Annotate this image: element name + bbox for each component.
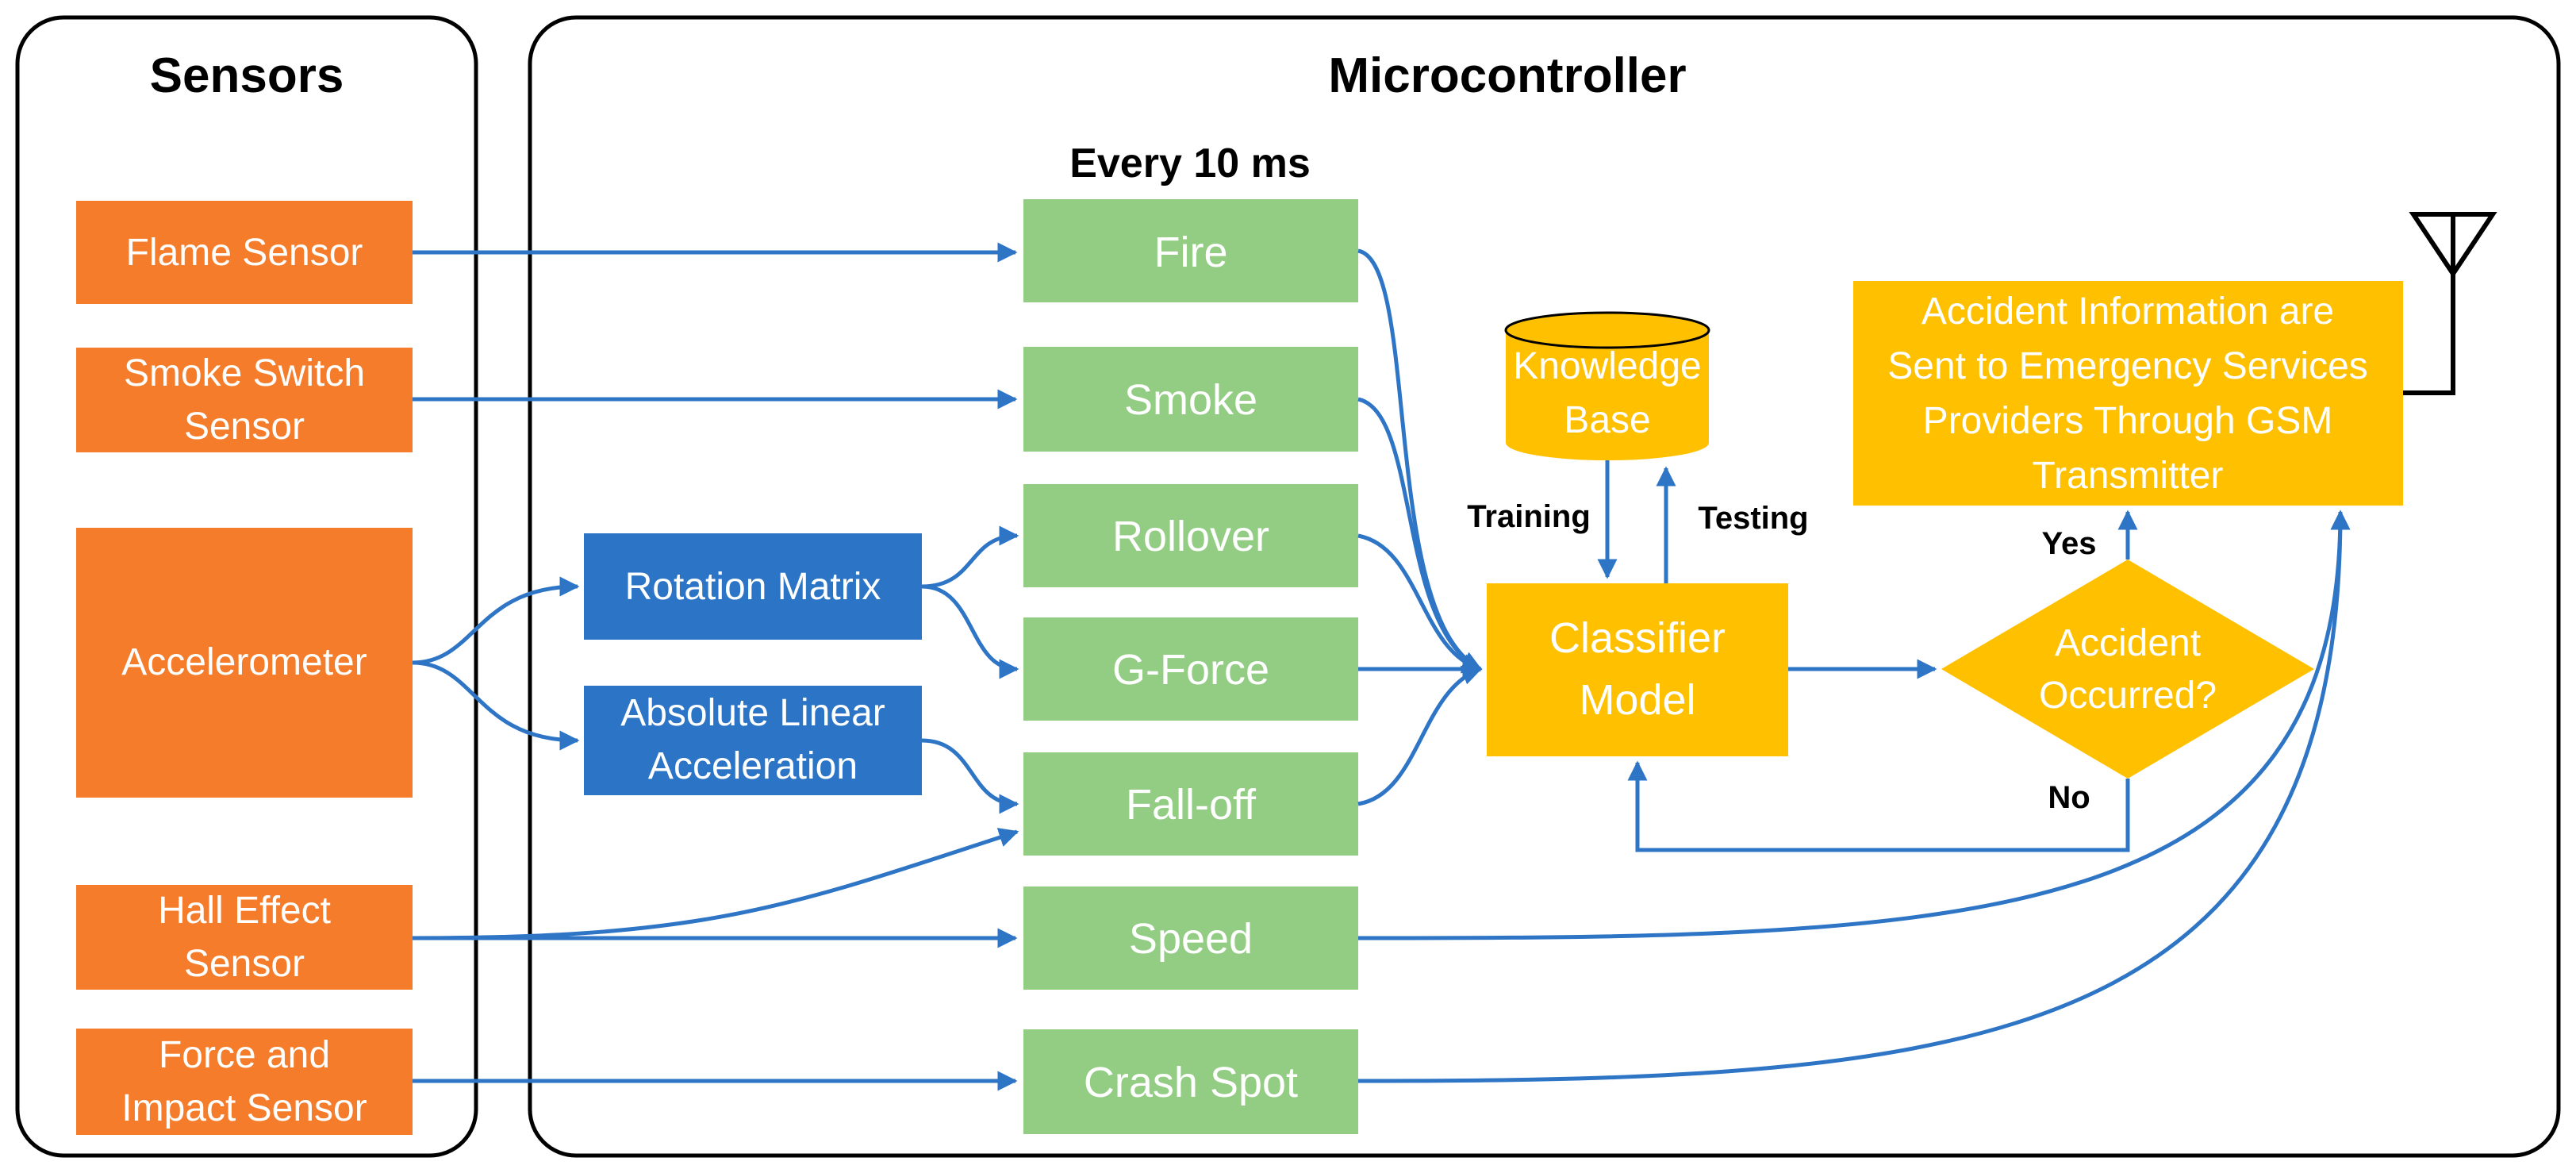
hall-effect-sensor-box: Hall Effect Sensor <box>76 885 413 990</box>
edge-accel-abslin <box>412 660 580 751</box>
accelerometer-label: Accelerometer <box>121 641 367 683</box>
flame-sensor-label: Flame Sensor <box>126 232 363 274</box>
absolute-linear-acceleration-box: Absolute Linear Acceleration <box>584 686 922 795</box>
decision-label-1: Accident <box>2055 622 2201 664</box>
feature-crash-spot-box: Crash Spot <box>1023 1029 1358 1134</box>
training-label: Training <box>1467 499 1591 534</box>
edge-fire-classifier <box>1357 248 1483 671</box>
feature-fire-box: Fire <box>1023 199 1358 302</box>
feature-rollover-label: Rollover <box>1112 513 1269 560</box>
yes-label: Yes <box>2042 526 2097 561</box>
accident-information-box: Accident Information are Sent to Emergen… <box>1853 281 2403 506</box>
knowledge-base-label-1: Knowledge <box>1513 345 1702 387</box>
smoke-switch-label-1: Smoke Switch <box>124 352 365 394</box>
force-impact-label-2: Impact Sensor <box>121 1087 367 1129</box>
edge-rotation-gforce <box>921 584 1019 679</box>
output-label-1: Accident Information are <box>1921 290 2334 333</box>
knowledge-base-cylinder: Knowledge Base <box>1504 311 1710 460</box>
accident-occurred-decision: Accident Occurred? <box>1941 560 2314 779</box>
interval-label: Every 10 ms <box>1069 140 1311 187</box>
feature-fire-label: Fire <box>1154 229 1228 276</box>
edge-rotation-rollover <box>921 525 1019 589</box>
feature-rollover-box: Rollover <box>1023 484 1358 587</box>
edge-decision-classifier-no <box>1627 760 2130 852</box>
output-label-4: Transmitter <box>2033 455 2224 497</box>
rotation-matrix-box: Rotation Matrix <box>584 533 922 640</box>
feature-smoke-box: Smoke <box>1023 347 1358 452</box>
classifier-label-1: Classifier <box>1549 614 1726 662</box>
antenna-icon <box>2403 212 2497 395</box>
force-impact-label-1: Force and <box>159 1034 330 1076</box>
flame-sensor-box: Flame Sensor <box>76 201 413 304</box>
output-label-3: Providers Through GSM <box>1923 400 2333 442</box>
edge-hall-falloff <box>412 828 1019 940</box>
smoke-switch-label-2: Sensor <box>184 406 305 448</box>
testing-label: Testing <box>1698 501 1808 536</box>
abs-lin-label-2: Acceleration <box>648 745 858 787</box>
hall-effect-label-2: Sensor <box>184 943 305 985</box>
accelerometer-box: Accelerometer <box>76 528 413 798</box>
feature-smoke-label: Smoke <box>1124 376 1257 424</box>
output-label-2: Sent to Emergency Services <box>1887 345 2368 387</box>
sensors-panel <box>15 15 478 1158</box>
edge-abslin-falloff <box>921 738 1019 814</box>
edge-smoke-classifier <box>1357 397 1483 671</box>
edge-speed-output <box>1357 510 2351 940</box>
sensors-title: Sensors <box>150 48 344 103</box>
abs-lin-label-1: Absolute Linear <box>620 692 885 734</box>
knowledge-base-label-2: Base <box>1564 399 1650 441</box>
edge-accel-rotation <box>412 576 580 665</box>
classifier-label-2: Model <box>1579 676 1695 724</box>
force-impact-sensor-box: Force and Impact Sensor <box>76 1029 413 1135</box>
hall-effect-label-1: Hall Effect <box>158 890 331 932</box>
feature-gforce-box: G-Force <box>1023 617 1358 721</box>
decision-label-2: Occurred? <box>2039 675 2217 717</box>
edge-falloff-classifier <box>1357 665 1483 806</box>
rotation-matrix-label: Rotation Matrix <box>625 566 881 608</box>
smoke-switch-sensor-box: Smoke Switch Sensor <box>76 348 413 452</box>
no-label: No <box>2048 780 2090 815</box>
edge-crash-output <box>1357 510 2351 1083</box>
microcontroller-panel <box>528 15 2561 1158</box>
classifier-model-box: Classifier Model <box>1487 583 1788 756</box>
edge-rollover-classifier <box>1357 533 1483 674</box>
feature-falloff-box: Fall-off <box>1023 752 1358 856</box>
feature-speed-label: Speed <box>1129 915 1253 963</box>
microcontroller-title: Microcontroller <box>1328 48 1686 103</box>
feature-gforce-label: G-Force <box>1112 646 1269 694</box>
feature-speed-box: Speed <box>1023 886 1358 990</box>
feature-falloff-label: Fall-off <box>1126 781 1257 829</box>
feature-crash-spot-label: Crash Spot <box>1084 1059 1298 1106</box>
